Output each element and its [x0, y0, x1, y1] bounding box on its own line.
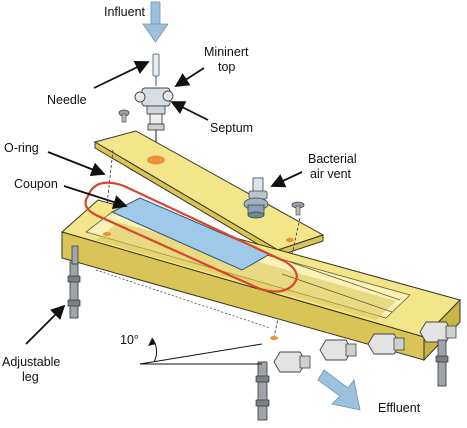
effluent-label: Effluent [378, 401, 421, 415]
needle [152, 53, 160, 86]
adjustable-legs [67, 245, 449, 421]
leg-back-left [71, 245, 79, 265]
adjustable-leg-label-line2: leg [22, 370, 39, 384]
leg-front-right [255, 361, 270, 421]
outlet-port-3 [367, 333, 405, 355]
angle-label: 10° [120, 333, 139, 347]
air-vent-label-line2: air vent [310, 167, 352, 181]
outlet-ports [273, 321, 457, 373]
lid-screw-left [118, 109, 130, 123]
adjustable-leg-label-line1: Adjustable [2, 355, 60, 369]
effluent-flow-arrow [317, 369, 361, 411]
mininert-label-line1: Mininert [204, 45, 249, 59]
influent-flow-arrow [142, 1, 169, 43]
air-vent-leader [270, 171, 303, 188]
mininert-valve [134, 87, 174, 142]
leader-arrows [25, 60, 303, 345]
o-ring-leader [47, 151, 106, 177]
o-ring [84, 181, 298, 293]
needle-leader [93, 60, 150, 89]
tilt-angle-indicator [139, 337, 263, 365]
air-vent-label-line1: Bacterial [308, 152, 357, 166]
coupon-leader [63, 185, 128, 209]
coupon-label: Coupon [14, 177, 58, 191]
needle-label: Needle [47, 93, 87, 107]
lid-screw-right [291, 201, 305, 216]
leg-front-left [67, 261, 81, 319]
leg-back-right [435, 339, 449, 387]
o-ring-label: O-ring [4, 141, 39, 155]
leg-leader [25, 304, 66, 345]
outlet-port-2 [319, 339, 357, 361]
influent-label: Influent [104, 5, 146, 19]
septum-label: Septum [210, 121, 253, 135]
lid-plate [93, 130, 325, 257]
mininert-leader [174, 67, 205, 87]
septum-leader [170, 101, 209, 121]
mininert-label-line2: top [218, 60, 235, 74]
bacterial-air-vent [243, 177, 269, 219]
outlet-port-1 [273, 351, 311, 373]
